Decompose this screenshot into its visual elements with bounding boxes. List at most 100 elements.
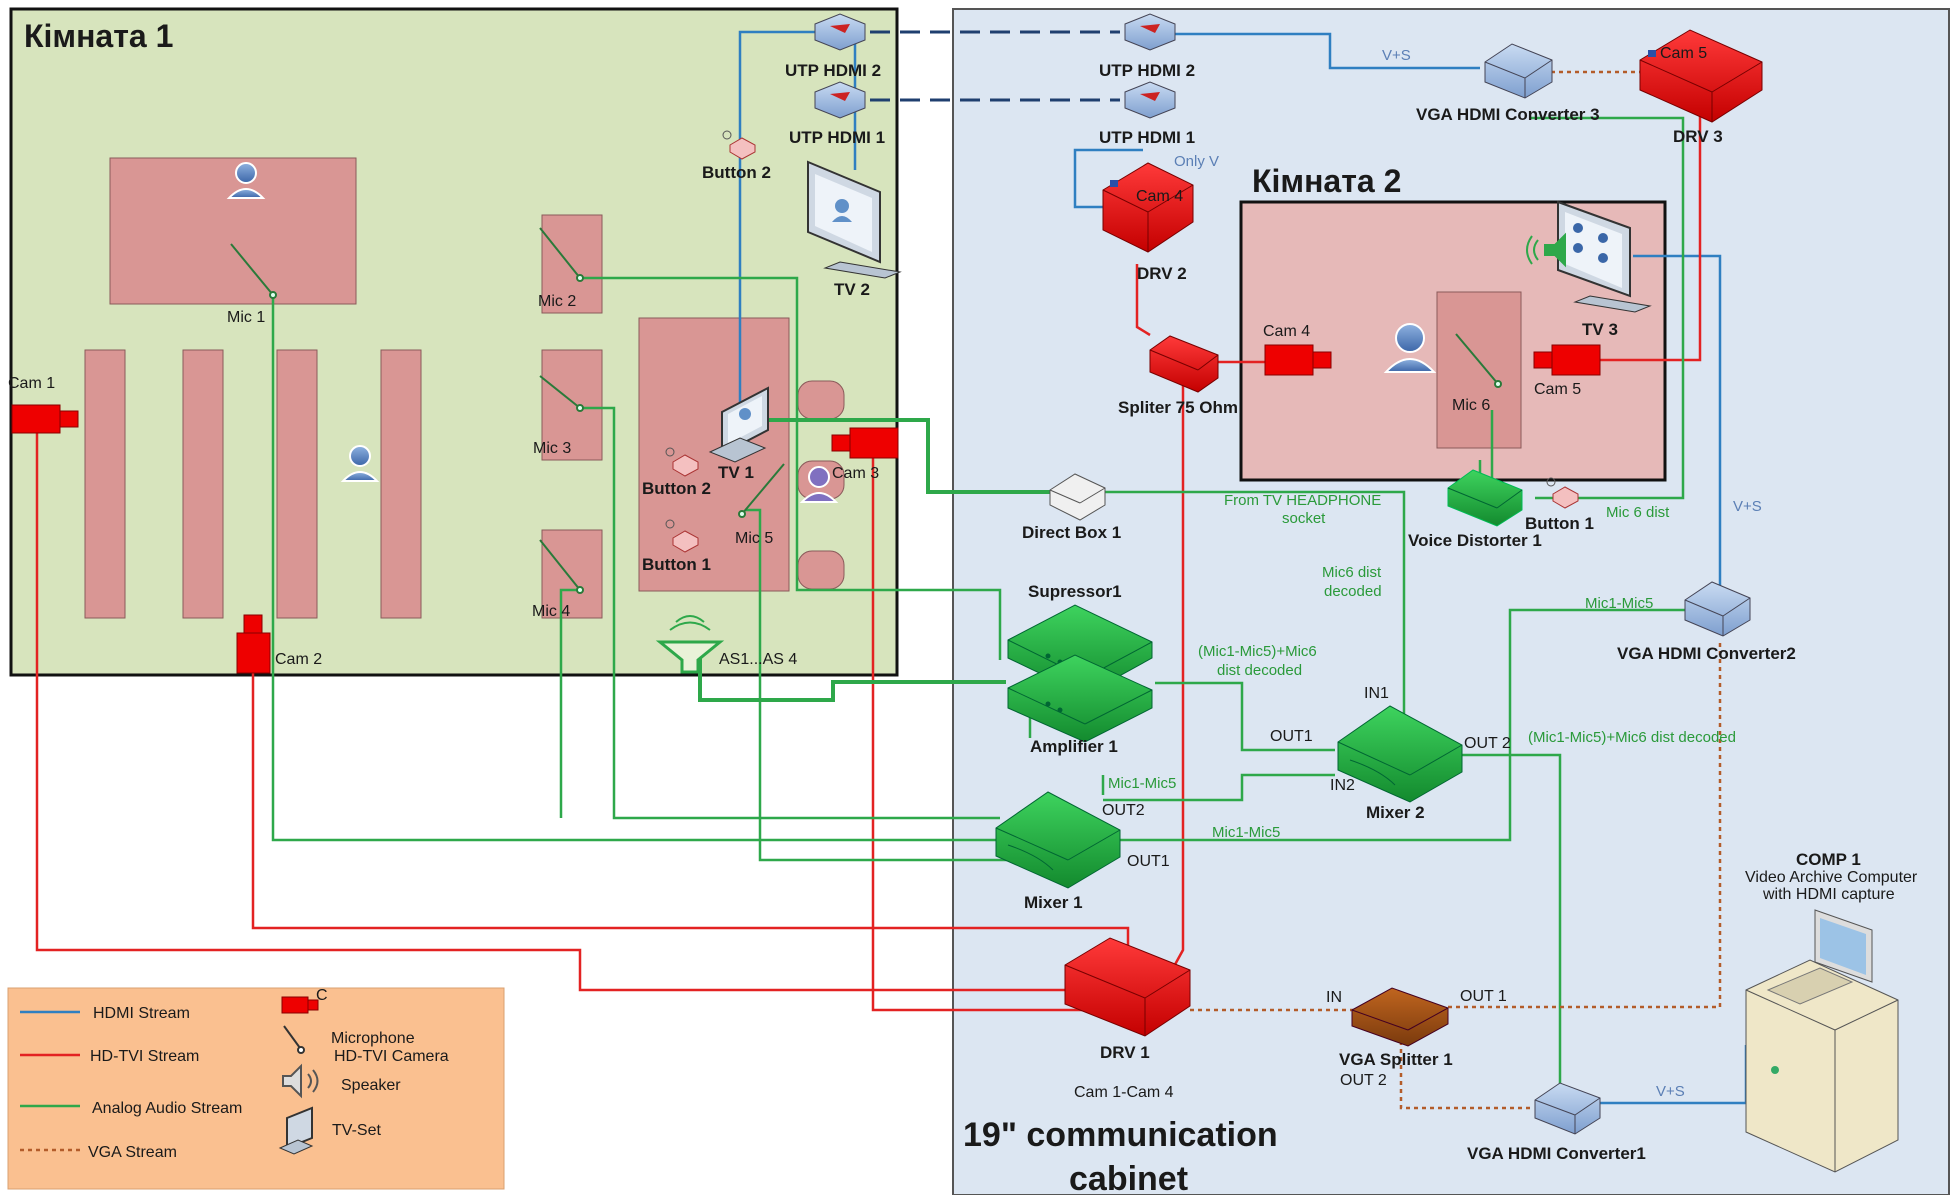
microphone-icon-5 (738, 463, 785, 518)
signal-vs-right: V+S (1733, 498, 1762, 515)
signal-mix-b: (Mic1-Mic5)+Mic6 dist decoded (1528, 729, 1736, 746)
legend-hdmi-label: HDMI Stream (93, 1005, 190, 1022)
button-icon-1-table (665, 519, 699, 553)
person-icon-teacher (226, 162, 266, 199)
button-icon-2-top (722, 130, 756, 160)
mixer-2-out1: OUT1 (1270, 728, 1313, 745)
button2-table-label: Button 2 (642, 479, 711, 498)
mixer-1-label: Mixer 1 (1024, 893, 1083, 912)
legend-camera-label: HD-TVI Camera (334, 1048, 449, 1065)
microphone-icon-2 (539, 227, 584, 282)
vga-hdmi-converter-1-label: VGA HDMI Converter1 (1467, 1144, 1646, 1163)
chair-1 (797, 380, 845, 420)
signal-mix-a2: dist decoded (1217, 662, 1302, 679)
desk-row-1 (84, 349, 126, 619)
direct-box-1 (1049, 473, 1106, 521)
legend-tvset-label: TV-Set (332, 1122, 381, 1139)
desk-mic2 (541, 214, 603, 314)
button1-room2-label: Button 1 (1525, 514, 1594, 533)
desk-large (109, 157, 357, 305)
presenter-table (638, 317, 790, 592)
comp-desc-2: with HDMI capture (1762, 886, 1895, 903)
room1-title: Кімната 1 (24, 18, 173, 54)
mic3-label: Mic 3 (533, 440, 571, 457)
person-icon-student (340, 445, 380, 482)
speakers-label: AS1...AS 4 (719, 651, 797, 668)
utp-hdmi-2-left (814, 13, 866, 51)
only-v-label: Only V (1174, 153, 1219, 170)
utp-hdmi-1-right (1124, 81, 1176, 119)
cabinet-title-line2: cabinet (1069, 1160, 1188, 1195)
mic5-label: Mic 5 (735, 530, 773, 547)
audio-cables (271, 116, 1690, 1085)
cam2-label: Cam 2 (275, 651, 322, 668)
button1-table-label: Button 1 (642, 555, 711, 574)
microphone-icon-4 (539, 539, 584, 594)
camera-icon-2 (236, 614, 271, 674)
utp-links (870, 30, 1120, 102)
tv3-label: TV 3 (1582, 320, 1618, 339)
drv-2-label: DRV 2 (1137, 264, 1187, 283)
person-icon-room2 (1383, 323, 1437, 373)
cam5-label: Cam 5 (1534, 381, 1581, 398)
tv1-label: TV 1 (718, 463, 754, 482)
vga-hdmi-converter-2 (1684, 581, 1751, 637)
tv2-label: TV 2 (834, 280, 870, 299)
microphone-icon-3 (539, 375, 584, 412)
cabinet-title-line1: 19" communication (963, 1116, 1278, 1154)
signal-mic1-5-c: Mic1-Mic5 (1212, 824, 1280, 841)
legend-area (7, 987, 505, 1190)
tv-icon-2 (807, 160, 902, 279)
voice-distorter-1-label: Voice Distorter 1 (1408, 531, 1542, 550)
microphone-icon-1 (230, 243, 277, 299)
drv-1-label: DRV 1 (1100, 1043, 1150, 1062)
legend-vga-label: VGA Stream (88, 1144, 177, 1161)
signal-mic6-decoded-1: Mic6 dist (1322, 564, 1382, 581)
desk-row-4 (380, 349, 422, 619)
splitter-75-ohm-label: Spliter 75 Ohm (1118, 398, 1238, 417)
vga-splitter-1-label: VGA Splitter 1 (1339, 1050, 1453, 1069)
direct-box-1-label: Direct Box 1 (1022, 523, 1121, 542)
amplifier-1-label: Amplifier 1 (1030, 737, 1118, 756)
mic6-label: Mic 6 (1452, 397, 1490, 414)
legend-hdtvi-label: HD-TVI Stream (90, 1048, 199, 1065)
mixer-2-in2: IN2 (1330, 777, 1355, 794)
camera-icon-1 (11, 404, 79, 434)
drv-2-cam-label: Cam 4 (1136, 188, 1183, 205)
desk-row-2 (182, 349, 224, 619)
signal-mic1-5-b: Mic1-Mic5 (1108, 775, 1176, 792)
mic4-label: Mic 4 (532, 603, 570, 620)
from-tv-headphone-2: socket (1282, 510, 1326, 527)
mixer-2-label: Mixer 2 (1366, 803, 1425, 822)
microphone-icon-6 (1455, 333, 1502, 388)
desk-mic6 (1436, 291, 1522, 449)
from-tv-headphone-1: From TV HEADPHONE (1224, 492, 1381, 509)
voice-distorter-1 (1447, 469, 1523, 527)
vga-splitter-out1: OUT 1 (1460, 988, 1507, 1005)
vga-splitter-1 (1351, 987, 1449, 1047)
cam4-label: Cam 4 (1263, 323, 1310, 340)
camera-icon-3 (831, 427, 899, 459)
legend: HDMI Stream HD-TVI Stream Analog Audio S… (20, 987, 449, 1161)
hdtvi-cables (35, 66, 1705, 1012)
mixer-2 (1337, 705, 1463, 803)
legend-speaker-icon (282, 1063, 319, 1099)
vga-hdmi-converter-1 (1534, 1082, 1601, 1135)
signal-mic1-5-a: Mic1-Mic5 (1585, 595, 1653, 612)
signal-vs-top: V+S (1382, 47, 1411, 64)
signal-mic6-decoded-2: decoded (1324, 583, 1382, 600)
vga-splitter-out2: OUT 2 (1340, 1072, 1387, 1089)
speaker-icon-room1 (655, 615, 725, 674)
utp-hdmi-2-right-label: UTP HDMI 2 (1099, 61, 1195, 80)
button-icon-2-table (665, 447, 699, 477)
computer-icon (1745, 909, 1899, 1173)
mixer-1 (995, 791, 1121, 889)
vga-hdmi-converter-2-label: VGA HDMI Converter2 (1617, 644, 1796, 663)
utp-hdmi-2-left-label: UTP HDMI 2 (785, 61, 881, 80)
mixer-1-out2: OUT2 (1102, 802, 1145, 819)
mixer-2-out2: OUT 2 (1464, 735, 1511, 752)
camera-icon-5 (1533, 344, 1601, 376)
button2-top-label: Button 2 (702, 163, 771, 182)
utp-hdmi-1-left-label: UTP HDMI 1 (789, 128, 885, 147)
